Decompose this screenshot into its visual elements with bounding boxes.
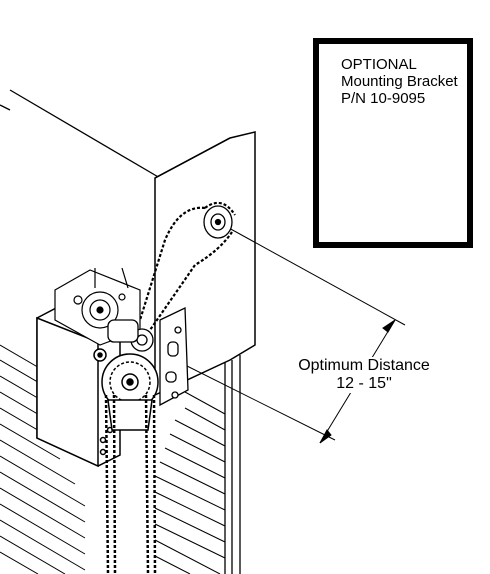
- door-slats: [0, 344, 226, 574]
- operator-bracket: [159, 306, 189, 407]
- callout-line-part-number: P/N 10-9095: [341, 90, 426, 107]
- drive-chain: [138, 201, 236, 331]
- optimum-distance-text: Optimum Distance: [298, 357, 430, 374]
- door-track: [224, 355, 241, 574]
- optimum-distance-label: Optimum Distance 12 - 15": [284, 357, 444, 393]
- motor-housing: [36, 305, 121, 468]
- optimum-distance-value: 12 - 15": [336, 375, 392, 392]
- drive-sprocket: [107, 319, 154, 352]
- wall: [0, 89, 161, 179]
- optional-bracket-callout: OPTIONAL Mounting Bracket P/N 10-9095: [313, 38, 473, 248]
- callout-line-optional: OPTIONAL: [341, 56, 417, 73]
- callout-text: OPTIONAL Mounting Bracket P/N 10-9095: [341, 56, 458, 107]
- shaft-sprocket: [203, 205, 233, 239]
- hand-chain-wheel: [93, 348, 159, 431]
- callout-line-mounting-bracket: Mounting Bracket: [341, 73, 458, 90]
